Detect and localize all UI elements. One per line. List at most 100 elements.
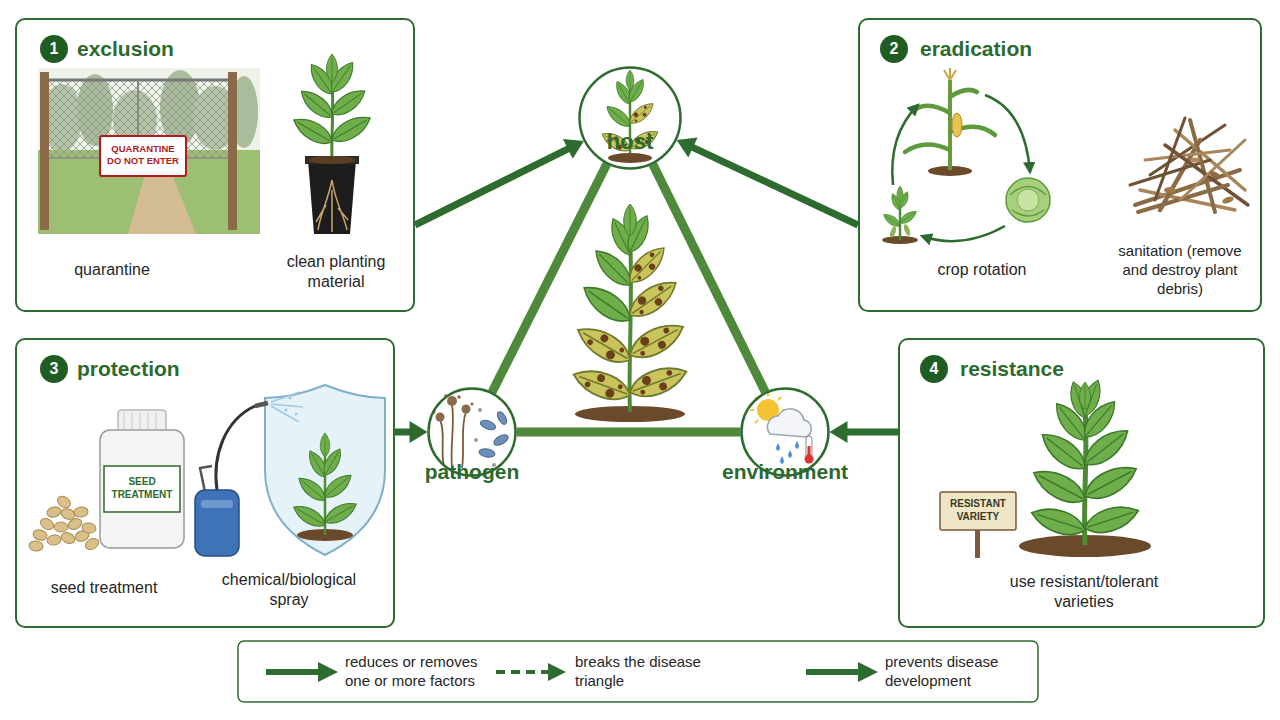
sprayer-and-shield — [255, 403, 268, 406]
crop-rotation-picture — [944, 68, 956, 80]
control-panel: exclusionquarantineclean planting materi… — [15, 18, 415, 312]
arrowhead — [830, 421, 848, 443]
control-arrow-line — [395, 429, 412, 436]
legend-text: prevents disease development — [885, 653, 1015, 691]
control-arrow — [415, 139, 584, 225]
legend-box — [496, 670, 550, 674]
potted-seedling — [290, 54, 375, 234]
sprayer-and-shield — [201, 500, 233, 508]
factor-circle: environment — [740, 387, 830, 477]
crop-rotation-picture — [892, 105, 918, 185]
resistant-plant — [1078, 378, 1105, 419]
resistant-plant — [1082, 500, 1142, 538]
sprayer-and-shield — [200, 466, 212, 492]
plant-debris-pile — [1164, 187, 1176, 193]
sprayer-and-shield — [285, 409, 288, 412]
crop-rotation-picture — [1010, 187, 1046, 217]
crop-rotation-picture — [881, 68, 1050, 244]
pathogen-icon — [432, 394, 510, 468]
crop-rotation-picture — [905, 90, 995, 152]
host-plant-icon — [599, 70, 661, 163]
triangle-side — [492, 164, 607, 392]
quarantine-scene — [38, 68, 260, 234]
plant-debris-pile — [1130, 160, 1210, 185]
legend-box — [858, 662, 878, 682]
resistant-plant — [1079, 382, 1090, 410]
weather-icon — [755, 420, 758, 423]
crop-rotation-picture — [897, 186, 903, 202]
circle-outline — [580, 68, 681, 169]
diseased-plant — [624, 204, 637, 236]
illustration-caption: use resistant/tolerant varieties — [989, 572, 1179, 612]
bottle-label-text: SEED TREATMENT — [104, 476, 180, 501]
sprayer-and-shield — [216, 406, 255, 490]
potted-seedling — [305, 156, 359, 164]
seed-treatment-picture — [118, 410, 166, 432]
legend-text: breaks the disease triangle — [575, 653, 715, 691]
sprayer-and-shield — [321, 498, 359, 528]
crop-rotation-picture — [1006, 178, 1050, 222]
host-plant-icon — [603, 102, 634, 130]
plant-debris-pile — [1180, 140, 1245, 200]
seed-treatment-picture — [100, 430, 184, 548]
crop-rotation-picture — [898, 208, 919, 226]
callout-number: 3 — [40, 355, 68, 383]
sprayer-and-shield — [295, 473, 330, 505]
diseased-plant — [624, 316, 688, 365]
weather-icon — [795, 441, 799, 449]
weather-icon — [750, 392, 814, 464]
legend-box — [318, 662, 338, 682]
panel-heading: resistance — [960, 356, 1064, 382]
quarantine-scene — [228, 72, 237, 230]
plant-debris-pile — [1145, 150, 1230, 160]
callout-number: 4 — [920, 355, 948, 383]
seed-treatment-picture — [29, 410, 184, 552]
triangle-side-line — [517, 428, 741, 437]
pathogen-icon — [447, 396, 457, 406]
weather-icon — [778, 397, 781, 400]
pathogen-icon — [478, 408, 482, 412]
seed-treatment-picture — [38, 516, 55, 532]
seed-treatment-picture — [29, 540, 44, 551]
seed-treatment-picture — [104, 466, 180, 512]
illustration-caption: clean planting material — [271, 252, 401, 292]
sprayer-and-shield — [195, 490, 239, 556]
control-arrow-line — [691, 147, 858, 225]
weather-icon — [767, 409, 811, 437]
diseased-plant — [626, 360, 690, 403]
factor-circle: pathogen — [427, 387, 517, 477]
resistant-plant — [975, 528, 980, 558]
illustration-caption: seed treatment — [34, 578, 174, 598]
control-arrow — [395, 421, 428, 443]
pathogen-icon — [457, 395, 461, 399]
legend-box — [266, 669, 320, 675]
seed-treatment-picture — [83, 536, 100, 552]
step-badge: 3 — [40, 355, 68, 383]
seed-treatment-picture — [74, 506, 89, 517]
arrowhead — [677, 138, 698, 158]
illustration-caption: sanitation (remove and destroy plant deb… — [1110, 242, 1250, 298]
seed-treatment-picture — [124, 412, 156, 430]
potted-seedling — [326, 54, 337, 82]
resistant-plant — [1080, 459, 1142, 506]
legend-box — [238, 641, 1038, 702]
seed-treatment-picture — [60, 531, 77, 546]
potted-seedling — [328, 110, 375, 147]
crop-rotation-picture — [952, 113, 962, 137]
seed-treatment-picture — [29, 494, 101, 552]
crop-rotation-picture — [903, 224, 912, 237]
pathogen-icon — [495, 410, 508, 426]
crop-rotation-picture — [1017, 189, 1039, 211]
quarantine-scene — [40, 72, 49, 230]
plant-debris-pile — [1190, 158, 1200, 163]
plant-debris-pile — [1130, 118, 1248, 212]
factor-label: pathogen — [425, 459, 520, 485]
potted-seedling — [290, 112, 337, 149]
triangle-side-line — [492, 164, 607, 392]
arrowhead — [410, 421, 428, 443]
arrowhead — [563, 139, 584, 159]
crop-rotation-picture — [922, 226, 1005, 241]
